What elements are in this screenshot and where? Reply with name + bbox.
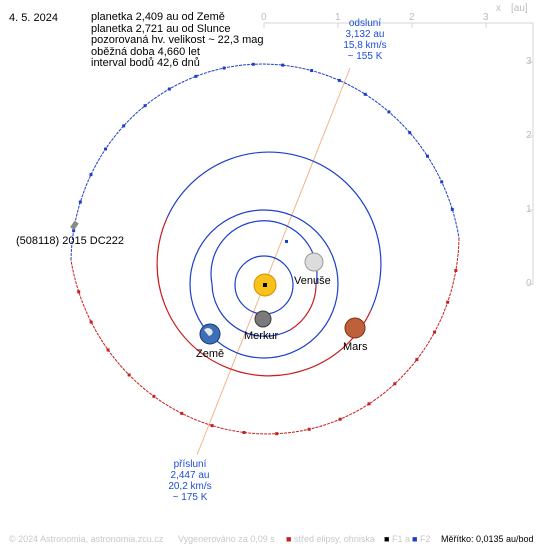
- mars-icon: [344, 317, 366, 339]
- x-tick-3: 3: [483, 12, 489, 23]
- orbit-point: [194, 74, 198, 78]
- axis-ticks: [263, 23, 533, 285]
- unit-label: [au]: [511, 3, 528, 14]
- orbit-point: [143, 104, 147, 108]
- orbit-point: [89, 173, 93, 177]
- perihelion-info: přísluní 2,447 au 20,2 km/s ~ 175 K: [155, 459, 225, 503]
- orbit-point: [275, 432, 279, 436]
- x-tick-1: 1: [335, 12, 341, 23]
- aphelion-speed: 15,8 km/s: [343, 40, 387, 51]
- mars-label: Mars: [343, 341, 368, 353]
- orbit-point: [307, 427, 311, 431]
- footer-legend-center: ■ střed elipsy, ohniska: [286, 534, 375, 544]
- orbit-point: [454, 269, 458, 273]
- orbit-point: [152, 394, 156, 398]
- earth-cloud: [204, 328, 213, 336]
- apsis-line: [196, 67, 351, 456]
- orbit-point: [104, 147, 108, 151]
- f1-marker-icon: ■: [384, 534, 390, 544]
- asteroid-icon: [70, 220, 79, 230]
- aphelion-title: odsluní: [348, 18, 382, 29]
- mercury-label: Merkur: [244, 330, 279, 342]
- orbit-point: [127, 373, 131, 377]
- y-tick-0: 0: [526, 278, 532, 289]
- aphelion-temperature: ~ 155 K: [347, 51, 383, 62]
- x-tick-2: 2: [409, 12, 415, 23]
- venus-orbit-rest: [211, 283, 291, 337]
- sun-focus-marker: [263, 283, 267, 287]
- y-tick-3: 3: [526, 56, 532, 67]
- footer-legend-f1: ■ F1 a: [384, 534, 410, 544]
- x-tick-0: 0: [261, 12, 267, 23]
- perihelion-distance: 2,447 au: [170, 470, 210, 481]
- center-marker-icon: ■: [286, 534, 292, 544]
- y-tick-1: 1: [526, 204, 532, 215]
- orbit-point: [363, 92, 367, 96]
- orbit-point: [281, 63, 285, 67]
- footer-legend-f2: ■ F2: [412, 534, 431, 544]
- footer-copyright: © 2024 Astronomia, astronomia.zcu.cz: [9, 534, 164, 544]
- orbit-point: [251, 62, 255, 66]
- mars-orbit-far: [166, 151, 382, 311]
- info-interval: interval bodů 42,6 dnů: [91, 57, 200, 69]
- orbit-point: [337, 78, 341, 82]
- perihelion-temperature: ~ 175 K: [172, 492, 208, 503]
- asteroid-label: (508118) 2015 DC222: [16, 235, 125, 247]
- orbit-point: [367, 402, 371, 406]
- venus-orbit-near: [289, 283, 317, 331]
- orbit-point: [106, 348, 110, 352]
- earth-orbit: [189, 209, 339, 359]
- orbit-point: [393, 382, 397, 386]
- orbit-point: [408, 131, 412, 135]
- perihelion-speed: 20,2 km/s: [168, 481, 212, 492]
- orbit-point: [89, 320, 93, 324]
- orbit-point: [77, 290, 81, 294]
- orbit-point: [415, 358, 419, 362]
- orbit-point: [310, 69, 314, 73]
- orbit-point: [440, 180, 444, 184]
- orbit-point: [338, 417, 342, 421]
- info-distance-earth: planetka 2,409 au od Země: [91, 11, 225, 23]
- orbit-point: [122, 124, 126, 128]
- perihelion-title: přísluní: [173, 459, 207, 470]
- orbit-point: [446, 300, 450, 304]
- aphelion-distance: 3,132 au: [345, 29, 385, 40]
- aphelion-info: odsluní 3,132 au 15,8 km/s ~ 155 K: [330, 18, 400, 62]
- mercury-icon: [254, 310, 272, 328]
- f2-marker-icon: ■: [412, 534, 418, 544]
- orbit-point: [72, 229, 76, 233]
- orbit-point: [242, 430, 246, 434]
- y-tick-2: 2: [526, 130, 532, 141]
- x-axis-label: x: [496, 3, 501, 14]
- date-label: 4. 5. 2024: [9, 12, 58, 24]
- ellipse-center-marker: [285, 240, 288, 243]
- orbit-point: [387, 110, 391, 114]
- orbit-point: [167, 87, 171, 91]
- footer-generated: Vygenerováno za 0,09 s: [178, 534, 275, 544]
- orbit-point: [222, 66, 226, 70]
- info-block: planetka 2,409 au od Země planetka 2,721…: [91, 11, 264, 70]
- info-magnitude: pozorovaná hv. velikost ~ 22,3 mag: [91, 34, 264, 46]
- venus-label: Venuše: [294, 275, 331, 287]
- orbit-point: [425, 154, 429, 158]
- orbit-point: [450, 207, 454, 211]
- orbit-point: [210, 424, 214, 428]
- orbit-point: [78, 200, 82, 204]
- earth-label: Země: [196, 348, 225, 360]
- info-period: oběžná doba 4,660 let: [91, 45, 200, 58]
- mars-orbit-near: [156, 217, 372, 377]
- orbit-point: [433, 330, 437, 334]
- asteroid-orbit-points: [72, 62, 458, 436]
- asteroid-orbit-far: [70, 63, 460, 261]
- orbit-point: [180, 411, 184, 415]
- venus-icon: [304, 252, 324, 272]
- info-distance-sun: planetka 2,721 au od Slunce: [91, 22, 231, 35]
- footer-scale: Měřítko: 0,0135 au/bod: [441, 534, 534, 544]
